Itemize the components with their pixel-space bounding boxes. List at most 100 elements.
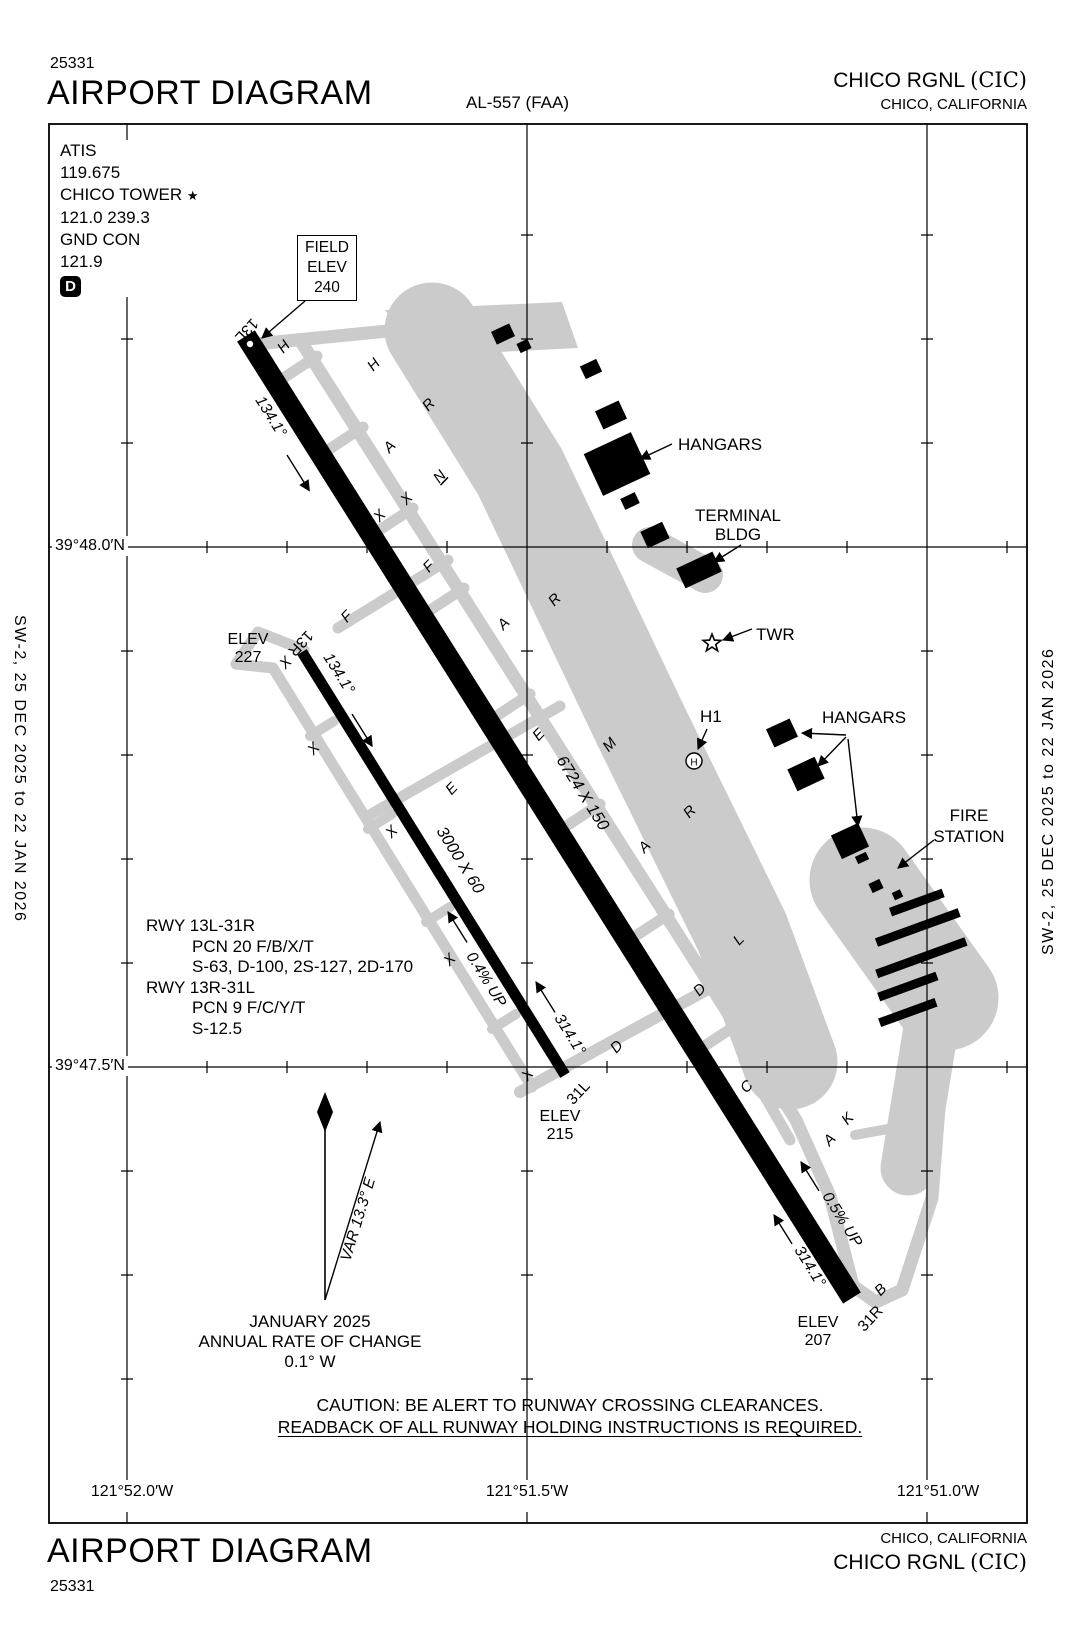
chart-code-bottom: 25331	[50, 1578, 95, 1595]
elev-215-value: 215	[546, 1126, 574, 1143]
hangar-right-2	[787, 756, 825, 792]
ground-freq: 121.9	[60, 252, 103, 271]
elev-207: ELEV 207	[786, 1314, 850, 1350]
airport-city: CHICO, CALIFORNIA	[880, 96, 1027, 113]
tower-freqs: 121.0 239.3	[60, 208, 150, 227]
h1-arrow	[697, 728, 708, 751]
compass-pad	[752, 966, 774, 988]
taxiway-letter: A	[493, 614, 513, 634]
helipad-h: H	[690, 758, 697, 769]
tower-label-text: CHICO TOWER	[60, 185, 187, 204]
taxiway-letter: H	[364, 355, 384, 375]
taxiway-network	[230, 282, 999, 1309]
twr-label: TWR	[756, 625, 795, 644]
field-elev-line2: ELEV	[307, 259, 347, 276]
rwy-13r-31l-strength: S-12.5	[192, 1018, 243, 1038]
footer-airport-icao: (CIC)	[970, 1550, 1027, 1574]
hangars2-arrow-2	[817, 736, 847, 767]
grad-04-arrow	[447, 911, 468, 943]
variation-arrow	[324, 1120, 383, 1301]
longitude-label-east: 121°51.0′W	[892, 1482, 984, 1502]
taxiway-letter: K	[838, 1109, 858, 1129]
elev-215: ELEV 215	[528, 1108, 592, 1144]
taxiway-f	[332, 554, 454, 634]
rwy-13r-31l-pcn: PCN 9 F/C/Y/T	[192, 998, 306, 1017]
field-elev-arrow	[261, 300, 306, 339]
taxiway-rungs-south	[305, 716, 521, 1034]
comms-block: ATIS 119.675 CHICO TOWER ★ 121.0 239.3 G…	[60, 140, 205, 297]
tower-label: CHICO TOWER ★	[60, 184, 199, 207]
helipad-circle-icon	[685, 752, 703, 770]
longitude-label-center: 121°51.5′W	[481, 1482, 573, 1502]
compass-pad-stub	[720, 964, 757, 979]
taxiway-c	[738, 1054, 796, 1146]
runways	[237, 330, 861, 1304]
field-elev-line1: FIELD	[305, 239, 349, 256]
hangar-right-3	[830, 822, 870, 860]
fire-station-building	[868, 878, 884, 894]
fire-label-2: STATION	[933, 827, 1004, 846]
taxiway-letter: N	[430, 467, 450, 487]
facility-labels: HANGARS TERMINAL BLDG TWR H1 HANGARS FIR…	[678, 435, 1005, 846]
variation-label: VAR 13.3° E	[338, 1175, 380, 1263]
taxiway-h-entry	[249, 323, 405, 351]
page-title: AIRPORT DIAGRAM	[47, 74, 373, 112]
footer-airport: CHICO RGNL (CIC)	[833, 1550, 1027, 1575]
runway-id-31l: 31L	[564, 1077, 594, 1108]
margin-effective-dates-left: SW-2, 25 DEC 2025 to 22 JAN 2026	[11, 615, 28, 923]
variation-rate-value: 0.1° W	[284, 1352, 336, 1371]
leader-arrows	[261, 300, 935, 1245]
footer-airport-text: CHICO RGNL	[833, 1551, 971, 1574]
hangars-label-right: HANGARS	[822, 708, 906, 727]
taxiway-e	[362, 700, 566, 822]
atis-d-icon: D	[60, 276, 81, 297]
terminal-building	[676, 551, 722, 589]
runway-id-13r: 13R	[284, 627, 316, 659]
elev-227: ELEV 227	[216, 631, 280, 667]
hangars2-arrow-3	[847, 738, 863, 828]
taxiway-letter: E	[442, 779, 462, 799]
hangars2-arrow-1	[800, 727, 847, 740]
hangars1-arrow	[638, 443, 673, 460]
field-elev-value: 240	[314, 279, 340, 296]
grad-05-arrow	[800, 1161, 820, 1192]
hangars-label-top: HANGARS	[678, 435, 762, 454]
latitude-label-north: 39°48.0′N	[52, 536, 128, 556]
terminal-arrow	[713, 544, 742, 563]
hdg-314-arrow-2	[773, 1214, 793, 1245]
atis-freq: 119.675	[60, 163, 121, 182]
runway-dims-secondary: 3000 X 60	[433, 824, 489, 898]
runway-13r-31l	[297, 649, 570, 1078]
runway-data-block: RWY 13L-31R PCN 20 F/B/X/T S-63, D-100, …	[146, 916, 413, 1039]
graticule-lines	[48, 123, 1028, 1524]
north-arrow-head	[317, 1092, 333, 1132]
variation-block: JANUARY 2025 ANNUAL RATE OF CHANGE 0.1° …	[155, 1312, 465, 1372]
taxiway-sw-hook	[230, 626, 310, 674]
caution-line1: CAUTION: BE ALERT TO RUNWAY CROSSING CLE…	[316, 1395, 824, 1415]
hangar-large	[583, 432, 651, 496]
elev-227-value: 227	[234, 649, 262, 666]
taxiway-letter: A	[819, 1130, 839, 1150]
airport-name-text: CHICO RGNL	[833, 69, 971, 92]
hdg-134-arrow-2	[351, 713, 373, 748]
longitude-label-west: 121°52.0′W	[86, 1482, 178, 1502]
rwy-13l-31r-pcn: PCN 20 F/B/X/T	[192, 936, 314, 956]
margin-effective-dates-right: SW-2, 25 DEC 2025 to 22 JAN 2026	[1040, 647, 1057, 955]
variation-rate-label: ANNUAL RATE OF CHANGE	[198, 1332, 422, 1351]
taxiway-a-ext	[789, 1113, 860, 1293]
buildings	[490, 323, 968, 1028]
runway-13l-dot	[246, 340, 254, 348]
hangar-right-1	[765, 718, 799, 748]
airport-icao: (CIC)	[970, 68, 1027, 92]
elev-207-value: 207	[804, 1332, 832, 1349]
hdg-314-arrow-1	[535, 981, 556, 1013]
al-number: AL-557 (FAA)	[466, 93, 569, 112]
field-elev-box: FIELD ELEV 240	[297, 235, 357, 301]
runway-id-31r: 31R	[855, 1303, 887, 1335]
terminal-label-1: TERMINAL	[695, 506, 781, 525]
footer-title: AIRPORT DIAGRAM	[47, 1532, 373, 1570]
elev-207-label: ELEV	[797, 1314, 839, 1331]
twr-arrow	[721, 628, 753, 642]
terminal-label-2: BLDG	[715, 525, 761, 544]
